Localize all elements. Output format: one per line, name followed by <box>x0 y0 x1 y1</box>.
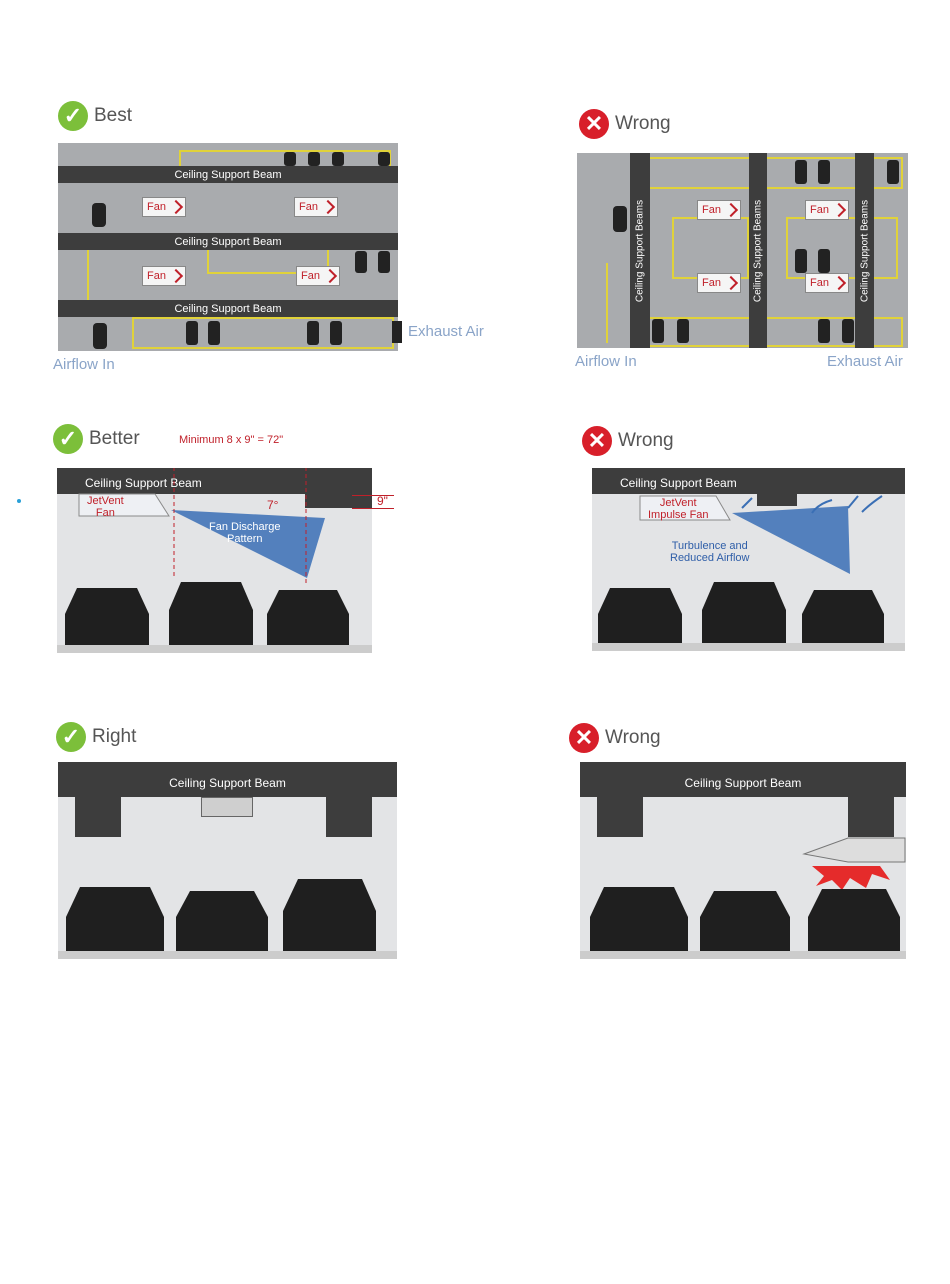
beam-column-left <box>75 797 121 837</box>
depth-line-top <box>352 495 394 496</box>
ceiling-beam-label: Ceiling Support Beam <box>169 776 286 790</box>
check-icon: ✓ <box>53 424 83 454</box>
car-row <box>598 582 884 646</box>
parked-cars <box>92 152 390 349</box>
fan-unit: Fan <box>142 266 186 286</box>
fan-discharge-pattern <box>78 468 325 583</box>
turbulence-label: Turbulence and Reduced Airflow <box>670 540 750 564</box>
ceiling-beam-label: Ceiling Support Beam <box>684 776 802 790</box>
beam-drop <box>757 494 797 506</box>
status-label: Wrong <box>615 113 671 134</box>
status-label: Right <box>92 726 137 747</box>
beam-drop <box>305 494 372 508</box>
ceiling-beam-vertical-2: Ceiling Support Beams <box>749 153 767 348</box>
beam-column-right <box>848 797 894 837</box>
exhaust-air-label: Exhaust Air <box>408 323 484 340</box>
floor <box>592 643 905 651</box>
ceiling-beam <box>58 762 397 797</box>
car-row <box>66 879 376 953</box>
status-header-wrong-2: ✕ Wrong <box>582 426 674 456</box>
turbulence-pattern <box>639 495 883 574</box>
car-row <box>65 582 349 646</box>
status-header-better: ✓ Better <box>53 424 140 454</box>
angle-label: 7° <box>267 498 279 512</box>
status-label: Better <box>89 428 140 449</box>
airflow-in-label: Airflow In <box>575 353 637 370</box>
ceiling-beam-label: Ceiling Support Beam <box>85 476 202 490</box>
diagram-wrong-3: Ceiling Support Beam <box>580 762 906 959</box>
car-row <box>590 887 900 953</box>
ceiling-beam-2: Ceiling Support Beam <box>58 233 398 250</box>
fan-unit: Fan <box>697 200 741 220</box>
diagram-right: Ceiling Support Beam <box>58 762 397 959</box>
cross-icon: ✕ <box>582 426 612 456</box>
ceiling-beam-3: Ceiling Support Beam <box>58 300 398 317</box>
ceiling-beam <box>580 762 906 797</box>
ceiling-beam-vertical-1: Ceiling Support Beams <box>630 153 650 348</box>
fan-unit: Fan <box>805 273 849 293</box>
ceiling-beam-1: Ceiling Support Beam <box>58 166 398 183</box>
discharge-pattern-label: Fan Discharge Pattern <box>209 521 281 545</box>
cross-icon: ✕ <box>569 723 599 753</box>
status-header-right: ✓ Right <box>56 722 136 752</box>
exhaust-vent-icon <box>392 321 402 343</box>
status-label: Wrong <box>605 727 661 748</box>
parked-cars <box>613 160 899 343</box>
fan-unit-icon <box>201 797 253 817</box>
depth-line-bottom <box>352 508 394 509</box>
beam-depth-label: 9" <box>377 494 388 508</box>
ceiling-beam <box>592 468 905 494</box>
minimum-distance-label: Minimum 8 x 9" = 72" <box>179 434 284 446</box>
floor <box>58 951 397 959</box>
ceiling-beam-vertical-3: Ceiling Support Beams <box>855 153 874 348</box>
status-label: Best <box>94 105 133 126</box>
status-label: Wrong <box>618 430 674 451</box>
jetvent-impulse-fan-label: JetVent Impulse Fan <box>648 497 709 521</box>
fan-unit: Fan <box>296 266 340 286</box>
diagram-wrong-2: Ceiling Support Beam JetVent Impulse Fan… <box>592 468 905 651</box>
cross-icon: ✕ <box>579 109 609 139</box>
jetvent-fan-label: JetVent Fan <box>87 495 124 519</box>
fan-unit: Fan <box>805 200 849 220</box>
check-icon: ✓ <box>58 101 88 131</box>
fan-unit: Fan <box>142 197 186 217</box>
beam-column-right <box>326 797 372 837</box>
bullet-dot <box>17 499 21 503</box>
check-icon: ✓ <box>56 722 86 752</box>
floor <box>57 645 372 653</box>
beam-column-left <box>597 797 643 837</box>
diagram-best: Ceiling Support Beam Ceiling Support Bea… <box>58 143 398 351</box>
status-header-wrong-3: ✕ Wrong <box>569 723 661 753</box>
fan-unit: Fan <box>294 197 338 217</box>
airflow-in-label: Airflow In <box>53 356 115 373</box>
ceiling-beam-label: Ceiling Support Beam <box>620 476 737 490</box>
diagram-wrong-1: Ceiling Support Beams Ceiling Support Be… <box>577 153 908 348</box>
status-header-wrong-1: ✕ Wrong <box>579 109 671 139</box>
diagram-better: Ceiling Support Beam JetVent Fan 7° Fan … <box>57 468 372 653</box>
exhaust-air-label: Exhaust Air <box>827 353 903 370</box>
status-header-best: ✓ Best <box>58 101 132 131</box>
fan-unit: Fan <box>697 273 741 293</box>
collision-illustration <box>802 837 906 890</box>
floor <box>580 951 906 959</box>
ceiling-beam <box>57 468 372 494</box>
